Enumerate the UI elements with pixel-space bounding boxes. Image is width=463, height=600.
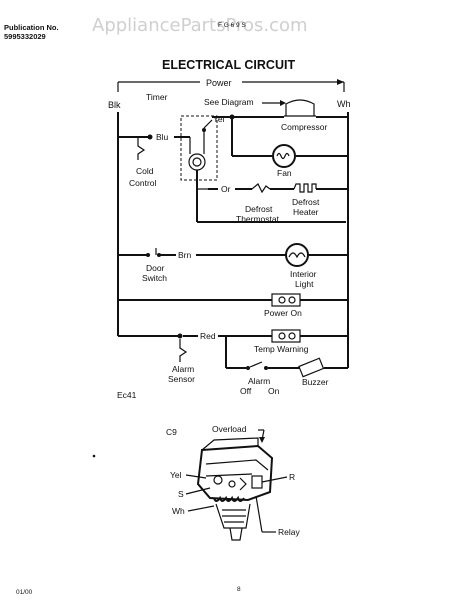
footer-date: 01/00	[16, 589, 33, 596]
off-label: Off	[240, 386, 252, 396]
buzzer-symbol	[298, 357, 325, 378]
control-label: Control	[129, 178, 157, 188]
on-label: On	[268, 386, 280, 396]
alarm-sensor-label-2: Sensor	[168, 374, 195, 384]
buzzer-label: Buzzer	[302, 377, 329, 387]
defrost-thermostat-label-2: Thermostat	[236, 214, 280, 224]
compressor-symbol	[284, 99, 316, 117]
publication-label: Publication No.	[4, 23, 59, 32]
blu-label: Blu	[156, 132, 169, 142]
timer-label: Timer	[146, 92, 168, 102]
alarm-sensor-symbol	[179, 339, 188, 362]
yel-label: Yel	[213, 114, 225, 124]
brn-label: Brn	[178, 250, 192, 260]
overload-label: Overload	[212, 424, 247, 434]
door-label: Door	[146, 263, 165, 273]
alarm-label: Alarm	[248, 376, 270, 386]
defrost-thermostat-symbol	[251, 183, 271, 194]
cold-control-symbol	[137, 138, 146, 160]
defrost-heater-label-2: Heater	[293, 207, 319, 217]
temp-warning-lamp-symbol	[271, 329, 301, 343]
footer-page: 8	[237, 586, 241, 593]
alarm-sensor-label-1: Alarm	[172, 364, 194, 374]
temp-warning-label: Temp Warning	[254, 344, 309, 354]
compressor-detail-drawing	[196, 437, 274, 541]
or-label: Or	[221, 184, 231, 194]
model-code: F G 6 9 S	[218, 22, 246, 29]
detail-code: C9	[166, 427, 177, 437]
defrost-thermostat-label-1: Defrost	[245, 204, 273, 214]
diagram-code: Ec41	[117, 390, 137, 400]
detail-yel-label: Yel	[170, 470, 182, 480]
light-label: Light	[295, 279, 314, 289]
blk-label: Blk	[108, 100, 121, 110]
power-label: Power	[206, 78, 232, 88]
detail-r-label: R	[289, 472, 295, 482]
power-on-label: Power On	[264, 308, 302, 318]
timer-box	[180, 115, 218, 181]
fan-symbol	[272, 144, 296, 168]
red-label: Red	[200, 331, 216, 341]
interior-light-symbol	[285, 243, 309, 267]
timer-motor-symbol	[188, 153, 206, 171]
power-on-lamp-symbol	[271, 293, 301, 307]
defrost-heater-symbol	[293, 183, 317, 193]
detail-s-label: S	[178, 489, 184, 499]
diagram-title: ELECTRICAL CIRCUIT	[162, 58, 295, 72]
cold-label: Cold	[136, 166, 154, 176]
wh-label: Wh	[337, 99, 351, 109]
interior-label: Interior	[290, 269, 317, 279]
fan-label: Fan	[277, 168, 292, 178]
detail-relay-label: Relay	[278, 527, 300, 537]
watermark: AppliancePartsPros.com	[92, 15, 308, 36]
defrost-heater-label-1: Defrost	[292, 197, 320, 207]
power-line	[117, 79, 345, 92]
see-diagram-label: See Diagram	[204, 97, 254, 107]
detail-wh-label: Wh	[172, 506, 185, 516]
compressor-label: Compressor	[281, 122, 327, 132]
switch-label: Switch	[142, 273, 167, 283]
publication-number: 5995332029	[4, 32, 46, 41]
